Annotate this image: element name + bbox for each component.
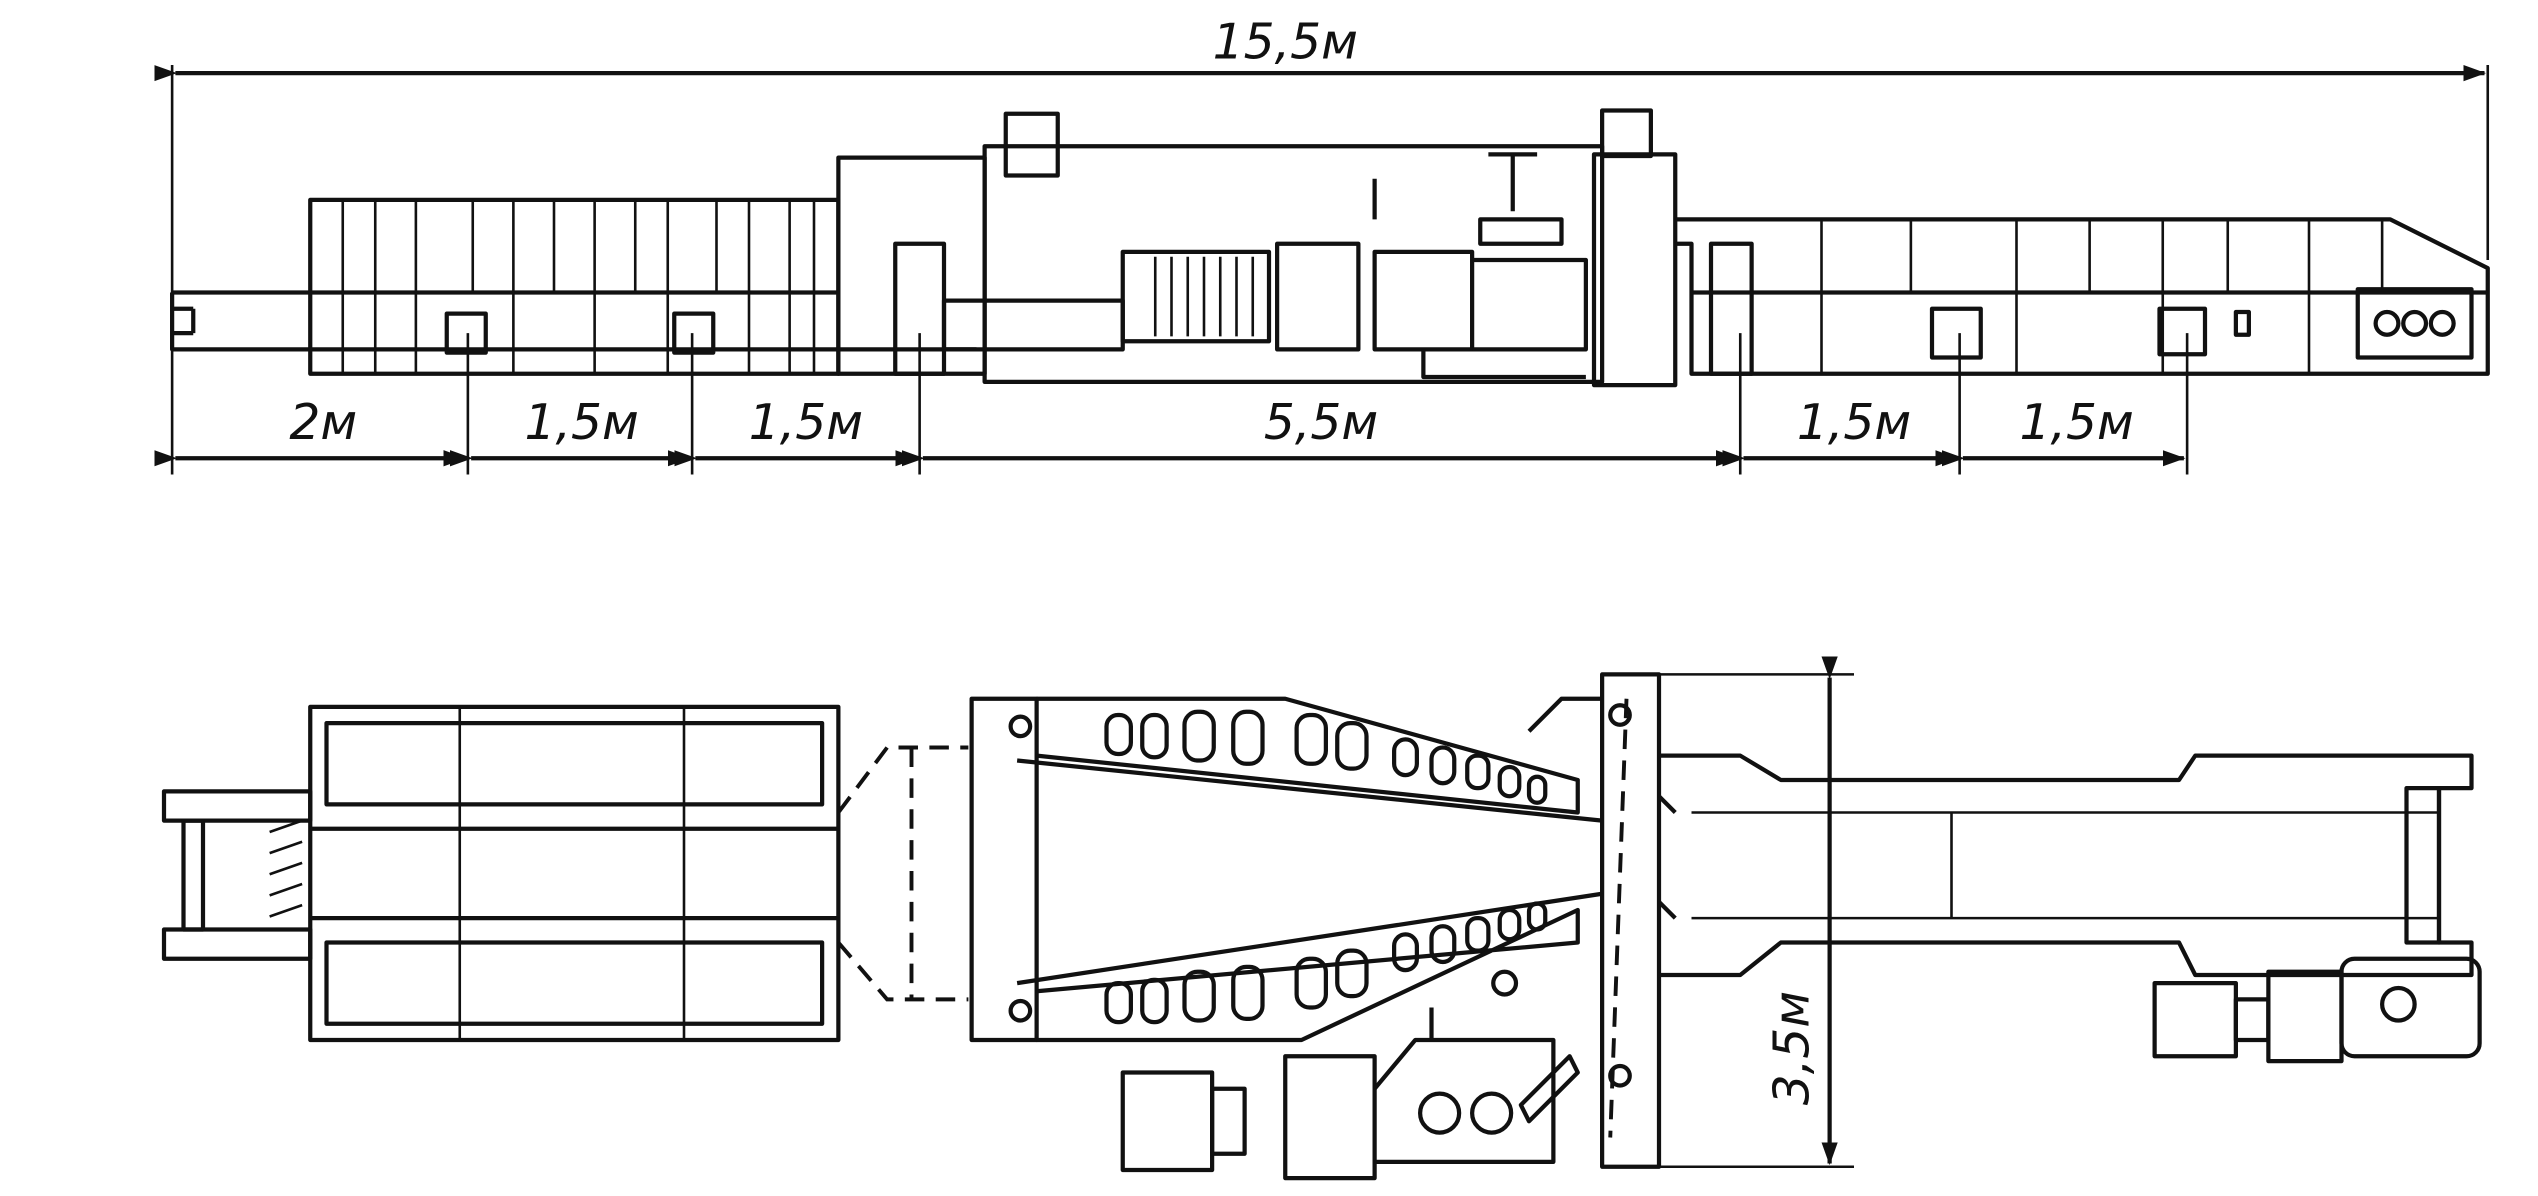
discharge-arm <box>1659 753 2474 978</box>
side-elevation-view: 15,5м <box>154 15 2490 475</box>
dim-label-4: 5,5м <box>1264 395 1378 451</box>
discharge-conveyor <box>1675 217 2490 376</box>
overall-length-label: 15,5м <box>1213 15 1358 71</box>
dim-label-3: 1,5м <box>749 395 863 451</box>
segment-dimensions: 2м 1,5м 1,5м 5,5м 1,5м 1,5м <box>154 333 2189 475</box>
hopper-frame <box>969 696 1603 1043</box>
lightening-holes-lower <box>1104 901 1548 1025</box>
left-beam <box>170 290 977 352</box>
plan-view: 3,5м <box>161 656 2482 1181</box>
gate-plate <box>1600 672 1677 1169</box>
dim-label-1: 2м <box>289 395 357 451</box>
transition-chute <box>836 745 969 1002</box>
main-unit <box>836 108 1678 388</box>
lightening-holes-upper <box>1104 709 1548 805</box>
tail-frame <box>161 789 313 961</box>
tower <box>1591 152 1678 388</box>
drive-unit-right <box>2152 956 2482 1064</box>
dim-label-5: 1,5м <box>1797 395 1911 451</box>
width-dimension: 3,5м <box>1659 656 1854 1169</box>
dim-label-6: 1,5м <box>2019 395 2133 451</box>
feed-conveyor <box>308 197 841 376</box>
drive-unit-left <box>1120 969 1580 1181</box>
feed-bin <box>308 704 841 1043</box>
dim-label-2: 1,5м <box>524 395 638 451</box>
motor <box>1120 249 1272 344</box>
overall-dimension: 15,5м <box>154 15 2490 350</box>
width-dimension-label: 3,5м <box>1765 991 1821 1105</box>
